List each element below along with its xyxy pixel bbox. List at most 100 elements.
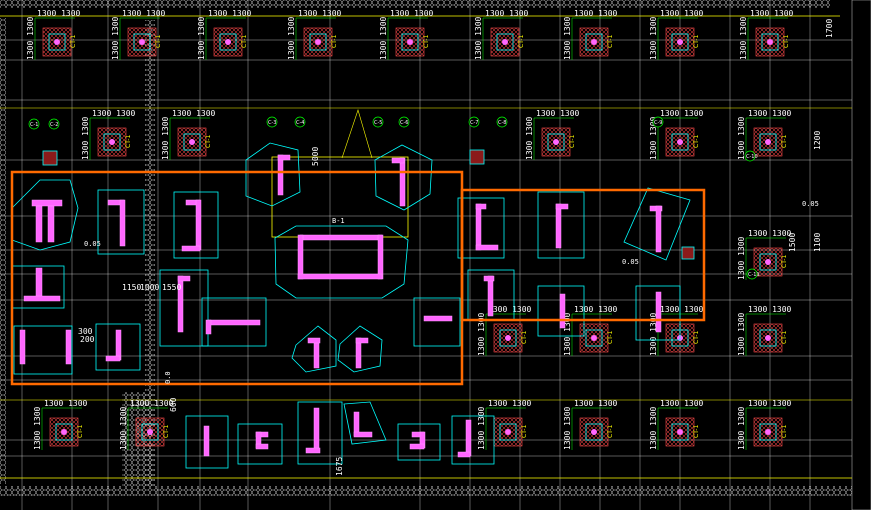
cap-dim-horizontal: 1300 1300 — [748, 229, 792, 238]
cap-tag: CT-1 — [607, 331, 614, 344]
pile-marker — [553, 139, 559, 145]
cap-dim-vertical: 1300 1300 — [477, 406, 486, 450]
axis-label: C-3 — [268, 120, 276, 126]
axis-label: C-8 — [498, 120, 506, 126]
pile-cap-outline — [671, 423, 689, 441]
dim-1675: 1675 — [335, 457, 344, 476]
cap-tag: CT-1 — [241, 35, 248, 48]
cap-dim-horizontal: 1300 1300 — [660, 399, 704, 408]
cap-tag: CT-1 — [125, 135, 132, 148]
pile-marker — [189, 139, 195, 145]
cap-dim-vertical: 1300 1300 — [33, 406, 42, 450]
axis-circle — [468, 116, 480, 128]
pile-marker — [225, 39, 231, 45]
cap-tag: CT-1 — [155, 35, 162, 48]
cap-tag: CT-1 — [521, 425, 528, 438]
axis-bubble: C-9 — [652, 116, 664, 128]
cap-dim-vertical: 1300 1300 — [737, 312, 746, 356]
cap-dim-horizontal: 1300 1300 — [536, 109, 580, 118]
axis-bubble: C-10 — [744, 150, 758, 162]
cap-dim-horizontal: 1300 1300 — [748, 399, 792, 408]
axis-bubble: C-2 — [48, 118, 60, 130]
left-core-wall — [145, 20, 155, 486]
axis-circle — [746, 268, 758, 280]
cap-dim-vertical: 1300 1300 — [563, 312, 572, 356]
cap-dim-horizontal: 1300 1300 — [488, 399, 532, 408]
cap-tag: CT-1 — [423, 35, 430, 48]
axis-label: C-7 — [470, 120, 478, 126]
axis-label: C-5 — [374, 120, 382, 126]
slab-lines — [0, 15, 852, 479]
cap-dim-vertical: 1300 1300 — [477, 312, 486, 356]
left-edge-wall — [0, 18, 6, 484]
cap-tag: CT-1 — [205, 135, 212, 148]
dim-1500: 1500 — [788, 233, 797, 252]
axis-bubble: C-1 — [28, 118, 40, 130]
cap-tag: CT-1 — [781, 135, 788, 148]
cap-dim-horizontal: 1300 1300 — [37, 9, 81, 18]
elevation-right: 0.05 — [802, 200, 819, 208]
cap-tag: CT-1 — [607, 425, 614, 438]
pile-marker — [315, 39, 321, 45]
pile-marker — [54, 39, 60, 45]
cap-tag: CT-1 — [518, 35, 525, 48]
pile-marker — [591, 335, 597, 341]
cap-dim-vertical: 1300 1300 — [739, 16, 748, 60]
cap-tag: CT-1 — [781, 425, 788, 438]
right-edge-wall — [851, 0, 871, 510]
cap-dim-vertical: 1300 1300 — [737, 406, 746, 450]
cap-dim-horizontal: 1300 1300 — [660, 109, 704, 118]
pile-marker — [502, 39, 508, 45]
axis-label: C-11 — [748, 272, 760, 278]
cap-dim-horizontal: 1300 1300 — [748, 109, 792, 118]
cap-tag: CT-1 — [70, 35, 77, 48]
cap-dim-horizontal: 1300 1300 — [660, 9, 704, 18]
cap-dim-vertical: 1300 1300 — [649, 406, 658, 450]
cap-dim-horizontal: 1300 1300 — [488, 305, 532, 314]
pile-marker — [765, 139, 771, 145]
cap-dim-vertical: 1300 1300 — [197, 16, 206, 60]
pile-cap-body — [579, 417, 609, 447]
pile-marker — [765, 259, 771, 265]
cap-dim-vertical: 1300 1300 — [649, 312, 658, 356]
dim-1700: 1700 — [825, 19, 834, 38]
cap-dim-horizontal: 1300 1300 — [122, 9, 166, 18]
pile-cap-outline — [761, 33, 779, 51]
axis-circle — [48, 118, 60, 130]
pile-marker — [591, 429, 597, 435]
dim-600: 600 — [169, 397, 178, 412]
cap-tag: CT-1 — [693, 331, 700, 344]
pile-cap-outline — [759, 253, 777, 271]
shear-walls — [19, 154, 663, 458]
cap-dim-horizontal: 1300 1300 — [390, 9, 434, 18]
cap-dim-vertical: 1300 1300 — [379, 16, 388, 60]
axis-bubble: C-5 — [372, 116, 384, 128]
cap-tag: CT-1 — [781, 255, 788, 268]
highlight-box-right — [460, 188, 706, 322]
pile-cap-outline — [499, 423, 517, 441]
axis-circle — [372, 116, 384, 128]
pile-cap-outline — [48, 33, 66, 51]
pile-marker — [767, 39, 773, 45]
pile-cap-outline — [759, 133, 777, 151]
dim-5000: 5000 — [311, 147, 320, 166]
dim-1550: 1550 — [162, 283, 181, 292]
pile-marker — [109, 139, 115, 145]
cap-dim-horizontal: 1300 1300 — [748, 305, 792, 314]
pile-marker — [407, 39, 413, 45]
cap-dim-horizontal: 1300 1300 — [92, 109, 136, 118]
axis-circle — [398, 116, 410, 128]
elevation-center: 0.0 — [164, 371, 172, 384]
dim-1000: 1000 — [140, 283, 159, 292]
